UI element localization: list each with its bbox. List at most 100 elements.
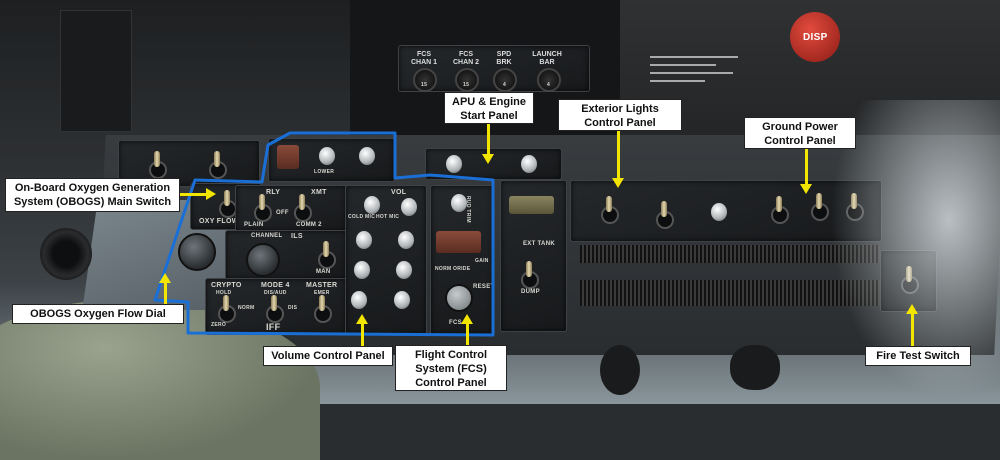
mode4-switch[interactable] [266, 295, 284, 323]
callout-arrow [617, 131, 620, 179]
callout-fire-test: Fire Test Switch [865, 346, 971, 366]
disp-button[interactable]: DISP [790, 12, 840, 62]
comm2-label: COMM 2 [296, 222, 322, 228]
master-label: MASTER [306, 282, 338, 289]
arrow-head [159, 273, 171, 283]
callout-arrow [911, 313, 914, 346]
volume-knob[interactable] [354, 261, 370, 279]
callout-arrow [466, 323, 469, 345]
arrow-head [800, 184, 812, 194]
fcs-reset-button[interactable] [445, 284, 473, 312]
iff-label: IFF [266, 322, 281, 332]
callout-fcs-control: Flight Control System (FCS) Control Pane… [395, 345, 507, 391]
hot-mic-label: HOT MIC [376, 214, 400, 220]
crypto-label: CRYPTO [211, 282, 242, 289]
dump-label: DUMP [521, 289, 540, 295]
spd-brk-label: SPD BRK [496, 51, 512, 66]
left-console-upper [0, 0, 350, 145]
ext-tank-guard[interactable] [509, 196, 554, 214]
apu-engine-start-panel [425, 148, 562, 180]
fcs-chan2-breaker[interactable]: 15 [455, 68, 479, 92]
callout-arrow [180, 193, 208, 196]
ground-power-switch[interactable] [771, 196, 789, 224]
xmt-switch[interactable] [294, 194, 312, 222]
fcs-chan1-label: FCS CHAN 1 [410, 51, 438, 66]
vol-label: VOL [391, 189, 407, 196]
breaker-rating: 4 [547, 82, 551, 88]
engine-crank-switch[interactable] [521, 155, 537, 173]
callout-obogs-flow-dial: OBOGS Oxygen Flow Dial [12, 304, 184, 324]
ils-mode-switch[interactable] [318, 241, 336, 269]
oxygen-connector [40, 228, 92, 280]
callout-arrow [164, 282, 167, 304]
mode4-label: MODE 4 [261, 282, 290, 289]
comm-panel: RLY XMT PLAIN OFF COMM 2 [235, 185, 347, 232]
hyd-toggle[interactable] [209, 151, 227, 179]
stick-base [600, 345, 640, 395]
ext-light-knob[interactable] [711, 203, 727, 221]
cold-mic-label: COLD MIC [348, 214, 376, 220]
gain-switch-guard[interactable] [436, 231, 481, 253]
apu-switch[interactable] [446, 155, 462, 173]
mic-selector[interactable] [364, 196, 380, 214]
antenna-knob[interactable] [319, 147, 335, 165]
volume-control-panel: VOL COLD MIC HOT MIC [345, 185, 427, 335]
ext-light-switch[interactable] [656, 201, 674, 229]
antenna-panel: LOWER [268, 138, 395, 182]
left-upper-panel [60, 10, 132, 132]
reset-label: RESET [473, 284, 495, 290]
arrow-head [206, 188, 216, 200]
master-switch[interactable] [314, 295, 332, 323]
channel-label: CHANNEL [251, 233, 283, 239]
volume-knob[interactable] [351, 291, 367, 309]
antenna-knob[interactable] [359, 147, 375, 165]
circuit-breaker-panel: FCS CHAN 1 FCS CHAN 2 SPD BRK LAUNCH BAR… [398, 45, 590, 92]
dump-switch[interactable] [521, 261, 539, 289]
volume-knob[interactable] [394, 291, 410, 309]
spd-brk-breaker[interactable]: 4 [493, 68, 517, 92]
off-label: OFF [276, 210, 289, 216]
emer-label: EMER [314, 290, 330, 296]
volume-knob[interactable] [401, 198, 417, 216]
rudder-trim-knob[interactable] [451, 194, 467, 212]
hold-label: HOLD [216, 290, 232, 296]
breaker-rating: 4 [503, 82, 507, 88]
fcs-chan1-breaker[interactable]: 15 [413, 68, 437, 92]
ground-power-switch[interactable] [811, 193, 829, 221]
outline-path [153, 131, 495, 337]
man-label: MAN [316, 269, 331, 275]
breaker-rating: 15 [421, 82, 428, 88]
lower-label: LOWER [314, 169, 335, 175]
volume-knob[interactable] [398, 231, 414, 249]
callout-arrow [487, 124, 490, 156]
vent-grille [580, 245, 880, 263]
iff-panel: CRYPTO MODE 4 MASTER HOLD DIS/AUD EMER N… [205, 278, 347, 335]
volume-knob[interactable] [356, 231, 372, 249]
lever[interactable] [277, 145, 299, 169]
ext-light-switch[interactable] [601, 196, 619, 224]
fcs-control-panel: RUD TRIM NORM ORIDE GAIN RESET FCS [430, 185, 494, 335]
arrow-head [356, 314, 368, 324]
fcs-label: FCS [449, 320, 462, 326]
crypto-switch[interactable] [218, 295, 236, 323]
fcs-chan2-label: FCS CHAN 2 [452, 51, 480, 66]
callout-apu-engine-start: APU & Engine Start Panel [444, 92, 534, 124]
highlight-outline [153, 131, 495, 337]
ils-channel-knob[interactable] [246, 243, 280, 277]
callout-arrow [805, 149, 808, 185]
launch-bar-label: LAUNCH BAR [532, 51, 562, 66]
xmt-label: XMT [311, 189, 327, 196]
gain-label: GAIN [475, 258, 489, 264]
callout-exterior-lights: Exterior Lights Control Panel [558, 99, 682, 131]
callout-volume-control: Volume Control Panel [263, 346, 393, 366]
rly-switch[interactable] [254, 194, 272, 222]
callout-ground-power: Ground Power Control Panel [744, 117, 856, 149]
zero-label: ZERO [211, 322, 227, 328]
oride-label: ORIDE [453, 266, 471, 272]
obogs-oxygen-flow-dial[interactable] [178, 233, 216, 271]
callout-arrow [361, 323, 364, 346]
breaker-rating: 15 [463, 82, 470, 88]
volume-knob[interactable] [396, 261, 412, 279]
norm-label: NORM [435, 266, 452, 272]
launch-bar-breaker[interactable]: 4 [537, 68, 561, 92]
